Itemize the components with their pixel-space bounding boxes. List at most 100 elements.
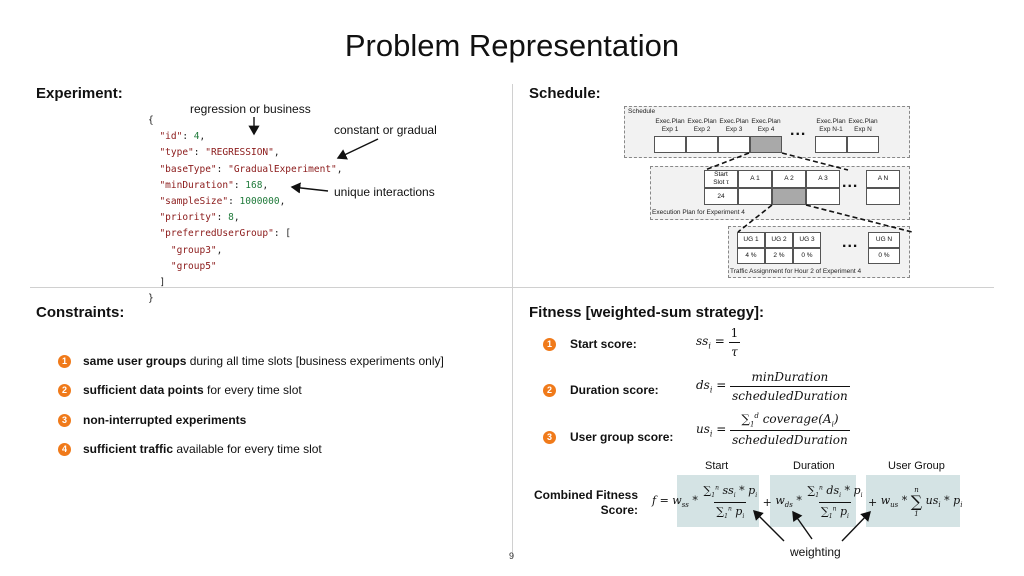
exec-plan-row: Exec.Plan Exp 1 Exec.Plan Exp 2 Exec.Pla…	[654, 118, 782, 153]
highlight-duration	[770, 475, 856, 527]
json-prio-val: 8	[228, 212, 234, 224]
constraint-text: sufficient traffic available for every t…	[83, 442, 322, 456]
arrow-weight-us	[841, 510, 871, 542]
json-prio-key: "priority"	[159, 212, 217, 224]
json-base-key: "baseType"	[159, 163, 217, 175]
schedule-connectors	[704, 152, 913, 233]
json-id-val: 4	[193, 131, 200, 143]
json-sample-key: "sampleSize"	[159, 196, 229, 208]
column-label-start: Start	[705, 460, 729, 472]
exec-plan-tail-row: Exec.Plan Exp N-1 Exec.Plan Exp N	[815, 118, 879, 153]
arrow-weight-ds	[792, 510, 813, 540]
json-group5: "group5"	[170, 260, 217, 272]
exec-plan-label: Exec.Plan Exp 4	[751, 118, 781, 133]
user-group-header: UG N	[868, 232, 900, 248]
highlight-user-group	[866, 475, 960, 527]
user-group-value: 0 %	[868, 248, 900, 264]
user-group-tail: UG N 0 %	[868, 232, 900, 264]
constraint-text: sufficient data points for every time sl…	[83, 383, 302, 397]
exec-plan-cell	[718, 136, 750, 153]
constraint-item-4: 4 sufficient traffic available for every…	[58, 442, 322, 456]
json-open: {	[148, 115, 154, 126]
constraint-item-3: 3 non-interrupted experiments	[58, 413, 246, 427]
arrow-gradual	[336, 138, 379, 160]
json-type-key: "type"	[159, 147, 194, 159]
json-base-val: "GradualExperiment"	[228, 163, 337, 175]
json-close-arr: ]	[159, 277, 166, 289]
json-group3: "group3"	[170, 244, 217, 256]
annotation-unique: unique interactions	[334, 185, 435, 199]
constraint-bold: sufficient data points	[83, 383, 204, 397]
fitness-badge: 2	[543, 383, 556, 397]
connector-left-2	[737, 204, 773, 233]
constraint-badge: 3	[58, 413, 71, 427]
exec-plan-col-1: Exec.Plan Exp 1	[654, 118, 686, 153]
exec-plan-col-n: Exec.Plan Exp N	[847, 118, 879, 153]
constraint-rest: for every time slot	[203, 383, 302, 397]
traffic-assignment-label: Traffic Assignment for Hour 2 of Experim…	[730, 268, 862, 275]
json-close: }	[148, 293, 154, 305]
experiment-arrows	[248, 117, 379, 194]
connector-right-2	[805, 204, 913, 233]
constraint-rest: available for every time slot	[173, 442, 322, 456]
page-number: 9	[509, 551, 515, 561]
user-group-value: 0 %	[793, 248, 821, 264]
json-sample-val: 1000000	[239, 196, 280, 208]
user-group-value: 2 %	[765, 248, 793, 264]
horizontal-divider	[30, 287, 994, 288]
constraint-badge: 4	[58, 442, 71, 456]
combined-score-label: Combined Fitness Score:	[528, 488, 638, 518]
experiment-json: { "id": 4, "type": "REGRESSION", "baseTy…	[148, 115, 343, 305]
assignment-dots: ...	[842, 174, 859, 191]
weighting-arrows	[753, 510, 871, 542]
exec-plan-col-4: Exec.Plan Exp 4	[750, 118, 782, 153]
constraint-bold: non-interrupted experiments	[83, 413, 247, 427]
assignment-cell	[806, 188, 840, 205]
fitness-heading: Fitness [weighted-sum strategy]:	[529, 304, 765, 321]
column-label-duration: Duration	[793, 460, 835, 472]
json-pref-key: "preferredUserGroup"	[159, 228, 274, 240]
vertical-divider	[512, 84, 513, 558]
execution-plan-grid: Start Slot τ A 1 A 2 A 3 24	[704, 170, 840, 205]
exec-plan-dots: ...	[790, 122, 807, 139]
constraint-rest: during all time slots [business experime…	[186, 354, 444, 368]
constraints-heading: Constraints:	[36, 304, 125, 321]
duration-score-label: Duration score:	[570, 383, 659, 397]
fitness-badge: 3	[543, 430, 556, 444]
json-min-key: "minDuration"	[159, 179, 234, 191]
assignment-cell	[738, 188, 772, 205]
json-id-key: "id"	[159, 131, 183, 143]
user-group-grid: UG 1 UG 2 UG 3 4 % 2 % 0 %	[737, 232, 821, 264]
duration-score-row: 2 Duration score:	[543, 383, 659, 397]
constraint-text: same user groups during all time slots […	[83, 354, 444, 368]
assignment-header: A 1	[738, 170, 772, 188]
constraint-text: non-interrupted experiments	[83, 413, 246, 427]
user-group-value: 4 %	[737, 248, 765, 264]
exec-plan-col-2: Exec.Plan Exp 2	[686, 118, 718, 153]
json-min-val: 168	[245, 179, 263, 191]
assignment-header: A 3	[806, 170, 840, 188]
user-group-score-formula: usi = ∑1d coverage(Ai)scheduledDuration	[696, 412, 850, 448]
arrow-weight-ss	[753, 510, 785, 542]
user-group-header: UG 1	[737, 232, 765, 248]
start-slot-value: 24	[704, 188, 738, 205]
exec-plan-label: Exec.Plan Exp 3	[719, 118, 749, 133]
connector-right-1	[781, 152, 849, 171]
exec-plan-label: Exec.Plan Exp N	[848, 118, 878, 133]
assignment-cell	[866, 188, 900, 205]
exec-plan-cell	[815, 136, 847, 153]
start-slot-header: Start Slot τ	[704, 170, 738, 188]
exec-plan-label: Exec.Plan Exp 1	[655, 118, 685, 133]
start-score-row: 1 Start score:	[543, 337, 637, 351]
exec-plan-col-3: Exec.Plan Exp 3	[718, 118, 750, 153]
constraint-item-1: 1 same user groups during all time slots…	[58, 354, 444, 368]
constraint-badge: 1	[58, 354, 71, 368]
column-label-user-group: User Group	[888, 460, 945, 472]
combined-label-line-2: Score:	[600, 503, 638, 517]
exec-plan-cell	[847, 136, 879, 153]
exec-plan-cell	[686, 136, 718, 153]
user-group-header: UG 3	[793, 232, 821, 248]
page-title: Problem Representation	[344, 28, 680, 63]
